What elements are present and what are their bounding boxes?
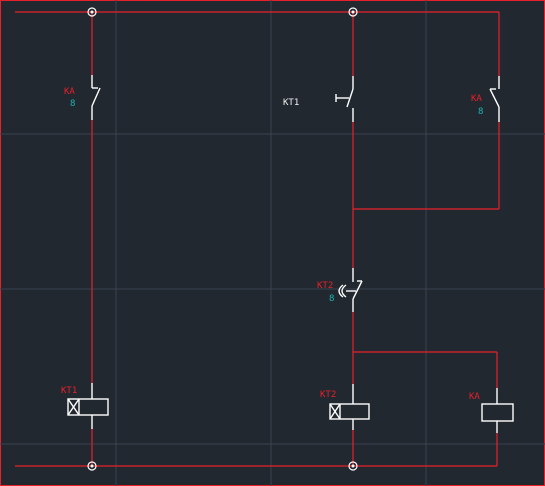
ka-contact-right-label: KA — [471, 94, 482, 104]
time-delay-contact-icon — [335, 76, 354, 122]
terminal-junction-icon — [87, 461, 97, 471]
time-delay-relay-coil-icon — [67, 383, 109, 429]
kt2-contact-label: KT2 — [317, 281, 333, 291]
kt1-contact-label: KT1 — [283, 98, 299, 108]
terminal-junction-icon — [348, 7, 358, 17]
relay-coil-icon — [481, 388, 514, 433]
terminal-junction-icon — [87, 7, 97, 17]
kt2-coil-label: KT2 — [320, 390, 336, 400]
kt2-contact-tag: 8 — [329, 294, 334, 304]
ka-contact-left-label: KA — [64, 87, 75, 97]
kt1-coil-label: KT1 — [61, 386, 77, 396]
ka-contact-left-tag: 8 — [70, 99, 75, 109]
terminal-junction-icon — [348, 461, 358, 471]
time-delay-relay-coil-icon — [329, 384, 370, 430]
normally-open-contact-icon — [489, 76, 500, 122]
ka-coil-label: KA — [469, 392, 480, 402]
ka-contact-right-tag: 8 — [478, 107, 483, 117]
time-delay-contact-icon — [338, 268, 363, 312]
normally-open-contact-icon — [91, 75, 101, 120]
